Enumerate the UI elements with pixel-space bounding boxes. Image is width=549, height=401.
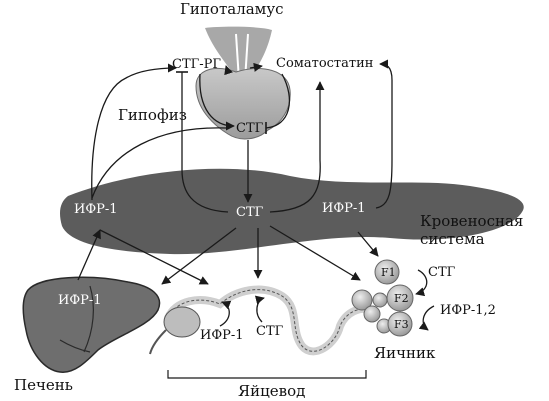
arrow-blood-to-somatostatin <box>269 81 325 213</box>
arrow-hypothalamus-to-sth-rh <box>224 65 233 76</box>
liver-shape <box>22 276 161 373</box>
igf12-ovary-label: ИФР-1,2 <box>440 303 496 318</box>
follicle-f3 <box>387 311 413 337</box>
somatostatin-label: Соматостатин <box>276 56 374 71</box>
oviduct-vagina <box>149 329 167 355</box>
follicle-f1 <box>374 259 400 285</box>
arrow-igf1-to-sth-rh <box>91 63 177 201</box>
sth-blood-label: СТГ <box>236 205 264 220</box>
arrow-blood-to-oviduct-1 <box>99 229 209 285</box>
loop-oviduct-sth <box>254 295 265 323</box>
follicle-f3-label: F3 <box>394 318 409 331</box>
arrow-igf1-to-pituitary <box>91 127 227 199</box>
arrow-igf1-right-to-somatostatin <box>375 59 393 209</box>
arrow-liver-to-blood <box>77 229 101 281</box>
hypothalamus-label: Гипоталамус <box>180 0 284 18</box>
ovary <box>351 259 414 337</box>
loop-ovary-igf12 <box>418 305 435 331</box>
blood-system-label-2: система <box>420 230 485 248</box>
follicle-f2-label: F2 <box>394 292 409 305</box>
arrow-blood-to-ovary-2 <box>357 231 379 257</box>
igf1-blood-left-label: ИФР-1 <box>74 202 118 217</box>
arrow-blood-to-ovary-1 <box>269 225 361 281</box>
blood-system-band <box>60 168 524 255</box>
arrow-hypothalamus-to-somatostatin <box>249 62 263 72</box>
arrows <box>77 59 435 379</box>
follicle-f2 <box>386 284 414 312</box>
blood-system-label-1: Кровеносная <box>420 212 524 230</box>
liver-lobe-lines <box>59 285 94 353</box>
oviduct-bracket <box>167 370 367 379</box>
pituitary-label: Гипофиз <box>118 106 187 124</box>
sth-pituitary-label: СТГ <box>236 121 264 136</box>
ovary-label: Яичник <box>374 344 436 362</box>
arrow-sth-rh-to-sth <box>199 73 235 131</box>
igf1-liver-label: ИФР-1 <box>58 293 102 308</box>
oviduct-tube-outline <box>167 289 373 352</box>
oviduct-shell-gland <box>163 306 201 338</box>
loop-ovary-sth <box>415 269 428 297</box>
igf1-blood-right-label: ИФР-1 <box>322 201 366 216</box>
igf1-oviduct-label: ИФР-1 <box>200 328 244 343</box>
oviduct-label: Яйцевод <box>238 382 306 400</box>
liver-label: Печень <box>14 376 73 394</box>
arrow-blood-to-oviduct-2 <box>161 227 237 285</box>
arrow-blood-sth-to-sth-rh <box>181 72 229 213</box>
sth-oviduct-label: СТГ <box>256 324 284 339</box>
loop-oviduct-igf1 <box>219 300 232 327</box>
arrow-somatostatin-to-sth <box>265 73 291 129</box>
follicle-f1-label: F1 <box>381 266 396 279</box>
sth-ovary-label: СТГ <box>428 265 456 280</box>
sth-rh-label: СТГ-РГ <box>172 57 221 72</box>
